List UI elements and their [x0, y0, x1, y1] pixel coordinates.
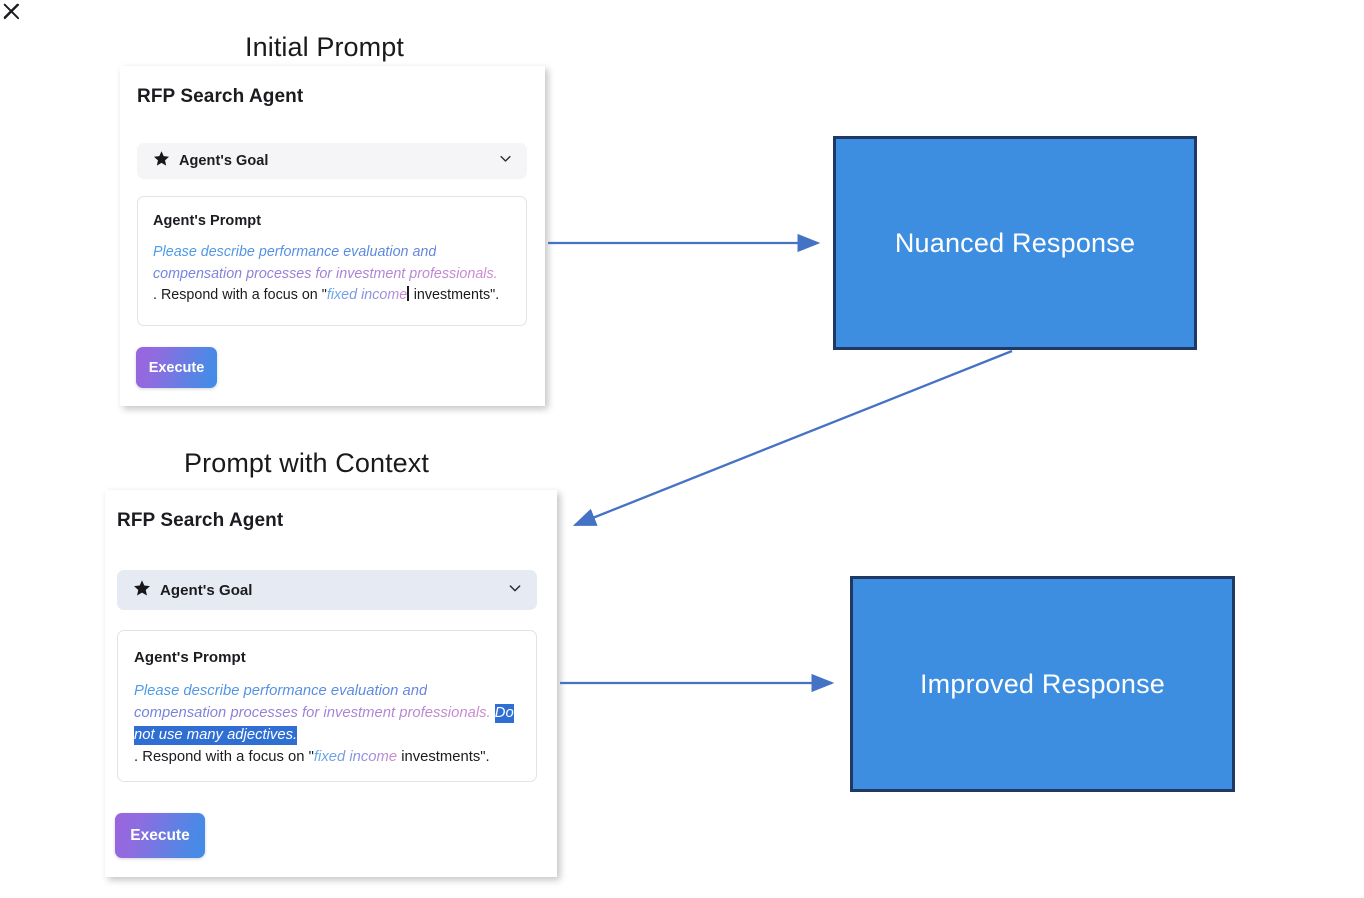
agent-prompt-text[interactable]: Please describe performance evaluation a… [153, 242, 512, 307]
execute-button[interactable]: Execute [136, 347, 217, 388]
section-title-context: Prompt with Context [184, 448, 429, 478]
text-caret [407, 286, 409, 301]
chevron-down-icon[interactable] [498, 151, 513, 171]
prompt-goal-text: Please describe performance evaluation a… [153, 244, 498, 282]
agent-prompt-label: Agent's Prompt [153, 213, 262, 229]
agent-card-context: RFP Search Agent Agent's Goal Agent's Pr… [105, 490, 557, 877]
agent-goal-label: Agent's Goal [160, 581, 253, 599]
chevron-down-icon[interactable] [507, 580, 523, 601]
star-icon [153, 150, 170, 172]
prompt-focus-term: fixed income [313, 749, 398, 765]
card-title: RFP Search Agent [117, 510, 284, 531]
prompt-focus-prefix: . Respond with a focus on " [134, 749, 314, 765]
prompt-focus-suffix: investments". [397, 749, 490, 765]
agent-goal-accordion[interactable]: Agent's Goal [137, 143, 527, 179]
prompt-focus-line: . Respond with a focus on "fixed income … [134, 746, 522, 768]
prompt-focus-line: . Respond with a focus on "fixed income … [153, 285, 512, 307]
agent-prompt-box[interactable]: Agent's Prompt Please describe performan… [117, 630, 537, 782]
response-label: Improved Response [919, 668, 1166, 699]
star-icon [133, 579, 151, 602]
arrow-nuanced-to-context [572, 349, 1013, 527]
response-label: Nuanced Response [894, 227, 1136, 258]
prompt-focus-suffix: investments". [409, 287, 500, 303]
prompt-goal-text: Please describe performance evaluation a… [134, 683, 495, 721]
card-title: RFP Search Agent [137, 86, 304, 107]
agent-card-initial: RFP Search Agent Agent's Goal Agent's Pr… [120, 66, 545, 406]
agent-goal-accordion[interactable]: Agent's Goal [117, 570, 537, 610]
close-icon[interactable] [0, 0, 22, 22]
agent-prompt-text[interactable]: Please describe performance evaluation a… [134, 680, 522, 768]
prompt-focus-prefix: . Respond with a focus on " [153, 287, 327, 303]
agent-goal-label: Agent's Goal [179, 153, 269, 169]
prompt-focus-term: fixed income [326, 287, 408, 303]
execute-button[interactable]: Execute [115, 813, 205, 858]
agent-prompt-label: Agent's Prompt [134, 649, 246, 666]
section-title-initial: Initial Prompt [245, 32, 404, 62]
agent-prompt-box[interactable]: Agent's Prompt Please describe performan… [137, 196, 527, 326]
response-box-nuanced: Nuanced Response [833, 136, 1197, 350]
response-box-improved: Improved Response [850, 576, 1235, 792]
